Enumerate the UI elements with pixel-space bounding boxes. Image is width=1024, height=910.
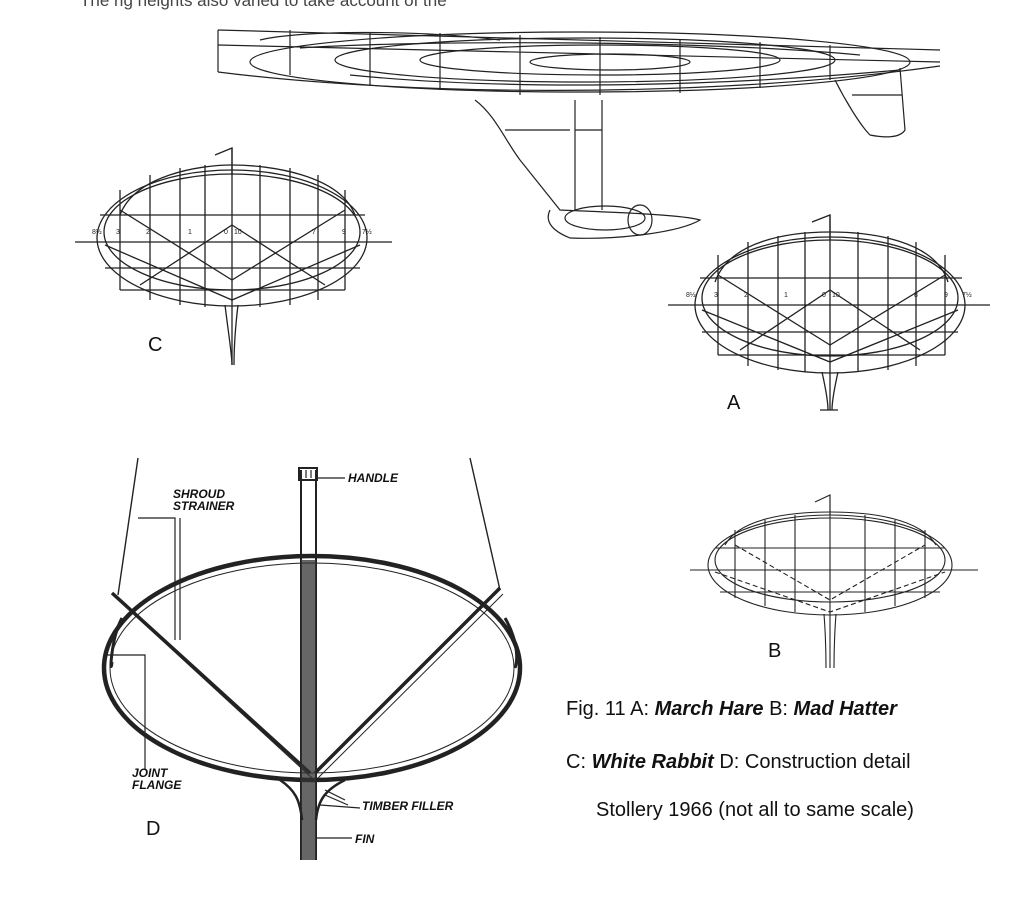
joint-flange-line-2: FLANGE (132, 778, 182, 792)
tick-label: 9 (342, 229, 346, 236)
tick-label: 0 (822, 292, 826, 299)
tick-label: 10 (832, 292, 840, 299)
fin-label: FIN (355, 832, 375, 846)
timber-filler-label: TIMBER FILLER (362, 799, 454, 813)
tick-label: 2 (744, 292, 748, 299)
boat-name-mad-hatter: Mad Hatter (793, 698, 897, 720)
figure-caption-line-2: C: White Rabbit D: Construction detail (566, 751, 911, 774)
figure-caption-line-3: Stollery 1966 (not all to same scale) (596, 799, 914, 821)
boat-name-white-rabbit: White Rabbit (591, 751, 714, 773)
tick-label: 3 (116, 229, 120, 236)
shroud-strainer-line-1: SHROUD (173, 487, 226, 501)
caption-suffix: D: Construction detail (713, 751, 911, 773)
tick-label: 3 (714, 292, 718, 299)
panel-label-d: D (146, 818, 161, 840)
body-section-c (75, 147, 392, 366)
caption-prefix-c: C: (566, 751, 592, 773)
shroud-strainer-label: SHROUD STRAINER (173, 488, 234, 512)
tick-label: 7 (312, 229, 316, 236)
tick-label: 10 (234, 229, 242, 236)
boat-name-march-hare: March Hare (654, 698, 764, 720)
header-text-fragment: The rig heights also varied to take acco… (80, 0, 447, 10)
tick-label: 1 (784, 292, 788, 299)
tick-label: 9 (944, 292, 948, 299)
tick-label: 7½ (962, 292, 972, 299)
panel-label-a: A (727, 392, 741, 414)
caption-mid: B: (763, 698, 794, 720)
caption-prefix: Fig. 11 A: (566, 698, 655, 720)
tick-label: 0 (224, 229, 228, 236)
body-section-b (690, 494, 978, 669)
panel-label-c: C (148, 334, 163, 356)
body-section-a (668, 214, 990, 411)
tick-label: 7½ (362, 229, 372, 236)
handle-label: HANDLE (348, 471, 398, 485)
tick-label: 1 (188, 229, 192, 236)
joint-flange-label: JOINT FLANGE (132, 767, 181, 791)
construction-detail-d (101, 457, 523, 860)
shroud-strainer-line-2: STRAINER (173, 499, 235, 513)
tick-label: 8½ (92, 229, 102, 236)
panel-label-b: B (768, 640, 782, 662)
tick-label: 2 (146, 229, 150, 236)
profile-plan-drawing (217, 29, 941, 239)
tick-label: 8½ (686, 292, 696, 299)
tick-label: 8 (914, 292, 918, 299)
joint-flange-line-1: JOINT (132, 766, 168, 780)
figure-caption-line-1: Fig. 11 A: March Hare B: Mad Hatter (566, 698, 897, 721)
